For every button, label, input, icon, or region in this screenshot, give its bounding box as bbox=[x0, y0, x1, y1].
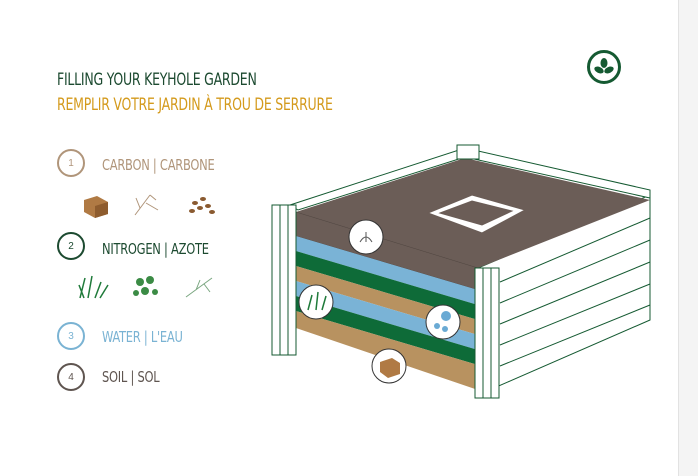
leaves-icon bbox=[133, 276, 158, 296]
wood-chips-icon bbox=[189, 197, 215, 214]
keyhole-basket bbox=[426, 194, 527, 234]
leaf-logo-icon bbox=[587, 50, 621, 84]
scrollbar-track[interactable] bbox=[678, 0, 698, 476]
layer-2-label: NITROGEN | AZOTE bbox=[102, 240, 209, 258]
layer-1-number: 1 bbox=[57, 149, 85, 177]
grass-clippings-icon bbox=[78, 275, 109, 299]
twigs-icon bbox=[134, 194, 159, 216]
title-english: FILLING YOUR KEYHOLE GARDEN bbox=[57, 70, 257, 90]
title-french: REMPLIR VOTRE JARDIN À TROU DE SERRURE bbox=[57, 95, 333, 115]
layer-3-label: WATER | L'EAU bbox=[102, 328, 183, 346]
cardboard-box-icon bbox=[84, 196, 108, 218]
green-twigs-icon bbox=[185, 277, 213, 298]
layer-1-label: CARBON | CARBONE bbox=[102, 156, 215, 174]
layer-2-number: 2 bbox=[57, 232, 85, 260]
layer-3-number: 3 bbox=[57, 322, 85, 350]
layer-4-number: 4 bbox=[57, 363, 85, 391]
layer-4-label: SOIL | SOL bbox=[102, 368, 160, 386]
water-drop-bubble-icon bbox=[425, 304, 461, 340]
grass-bubble-icon bbox=[298, 284, 334, 320]
